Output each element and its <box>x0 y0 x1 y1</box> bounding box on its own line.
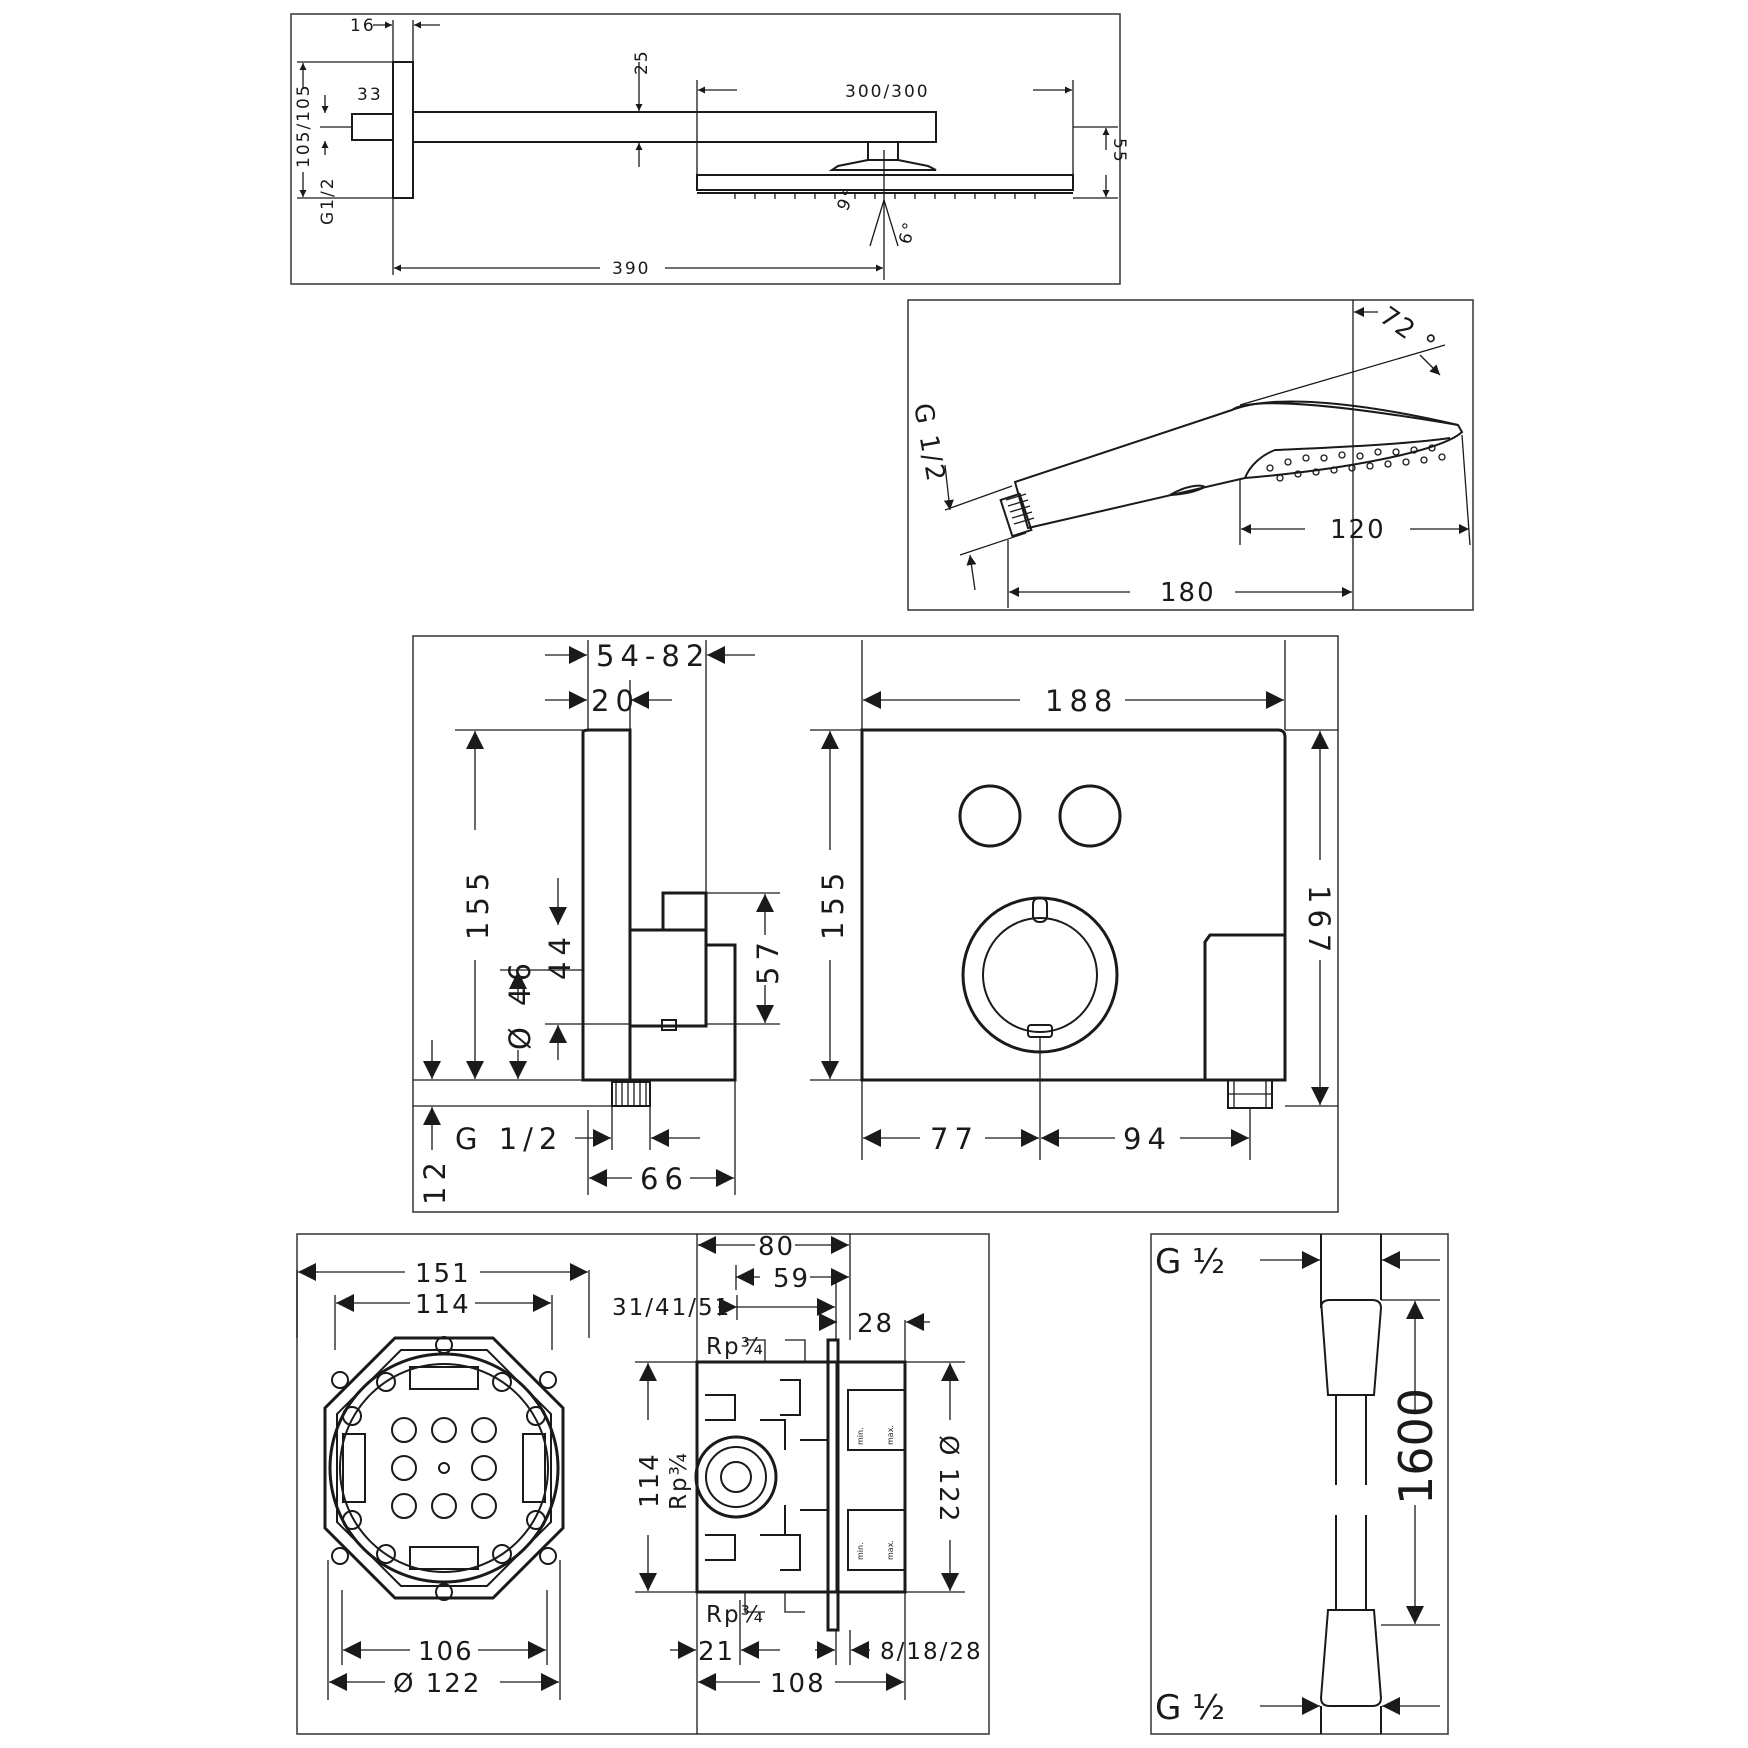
thread-bottom: G ½ <box>1155 1688 1225 1728</box>
overhead-shower-panel: 16 25 300/300 105/105 33 G1/2 55 9° 6° 3… <box>290 13 1129 285</box>
dim-155-front: 155 <box>816 867 850 940</box>
dim-20: 20 <box>591 684 640 718</box>
dim-77: 77 <box>930 1122 979 1156</box>
hose-panel: G ½ G ½ 1600 <box>1150 1233 1449 1735</box>
dim-16: 16 <box>350 16 376 36</box>
dim-122: Ø 122 <box>393 1669 481 1699</box>
trim-side-view <box>581 728 737 1107</box>
dim-390: 390 <box>612 259 650 279</box>
dim-120: 120 <box>1330 515 1386 545</box>
thread-g12: G 1/2 <box>455 1122 563 1156</box>
panel-frame <box>296 1233 990 1735</box>
shower-arm <box>412 111 937 143</box>
wall-flange <box>392 61 414 199</box>
dim-188: 188 <box>1045 684 1118 718</box>
thread-g12: G 1/2 <box>907 401 950 485</box>
dim-66: 66 <box>640 1162 689 1196</box>
shower-head <box>696 174 1074 191</box>
hose-nut-bottom <box>1319 1609 1383 1707</box>
hand-shower-body <box>1013 400 1464 530</box>
panel-frame <box>907 299 1474 611</box>
panel-frame <box>1150 1233 1449 1735</box>
thread-g12: G1/2 <box>318 176 338 225</box>
hose-outlet <box>1203 933 1287 1082</box>
hose-lower <box>1335 1515 1367 1610</box>
dim-33: 33 <box>357 85 383 105</box>
nozzles <box>734 193 1036 199</box>
dim-54-82: 54-82 <box>596 639 710 673</box>
thermostat-knob <box>982 917 1098 1033</box>
dim-114-vertical: 114 <box>635 1452 665 1508</box>
trim-front-view <box>860 728 1287 1109</box>
rp-top: Rp¾ <box>706 1334 765 1360</box>
dim-44: 44 <box>543 931 577 980</box>
ibox-panel: 151 114 106 Ø 122 min. max. min. max. <box>296 1232 990 1735</box>
trim-panel: 54-82 20 155 44 Ø 46 57 12 G 1/2 66 <box>412 635 1339 1213</box>
panel-frame <box>290 13 1121 285</box>
hose-length: 1600 <box>1389 1388 1443 1505</box>
hose-nut-top <box>1320 1299 1383 1396</box>
button-left <box>958 784 1022 848</box>
dim-106: 106 <box>418 1637 474 1667</box>
dim-25: 25 <box>632 49 652 75</box>
dim-108: 108 <box>770 1669 826 1699</box>
dim-31-41-51: 31/41/51 <box>612 1295 731 1321</box>
dim-114: 114 <box>415 1290 471 1320</box>
dim-21: 21 <box>698 1637 735 1667</box>
rp-middle: Rp¾ <box>666 1451 692 1510</box>
dim-57: 57 <box>751 936 785 985</box>
dim-12: 12 <box>418 1156 452 1205</box>
label-min-top: min. <box>856 1427 865 1445</box>
hand-shower-panel: 72 ° G 1/2 120 180 <box>907 299 1474 611</box>
swivel-joint <box>867 141 899 161</box>
dim-8-18-28: 8/18/28 <box>880 1639 983 1665</box>
ibox-side-view: min. max. min. max. <box>694 1338 907 1632</box>
dim-180: 180 <box>1160 578 1216 608</box>
button-right <box>1058 784 1122 848</box>
dim-55: 55 <box>1109 138 1129 164</box>
select-button <box>1169 484 1208 496</box>
dim-46: Ø 46 <box>503 957 537 1050</box>
dim-94: 94 <box>1123 1122 1172 1156</box>
dim-155-side: 155 <box>461 867 495 940</box>
dim-28: 28 <box>857 1309 894 1339</box>
dim-59: 59 <box>773 1264 810 1294</box>
hose-upper <box>1335 1395 1367 1485</box>
dim-167: 167 <box>1302 885 1336 958</box>
hose-connector <box>999 492 1033 538</box>
thread-top: G ½ <box>1155 1242 1225 1282</box>
dim-122-diameter: Ø 122 <box>933 1435 963 1523</box>
panel-frame <box>412 635 1339 1213</box>
dim-300-300: 300/300 <box>845 82 930 102</box>
rp-bottom: Rp¾ <box>706 1602 765 1628</box>
label-max-top: max. <box>886 1425 895 1445</box>
label-max-bottom: max. <box>886 1540 895 1560</box>
angle-6deg: 6° <box>896 219 921 247</box>
wall-connector <box>351 113 394 141</box>
ibox-front-view <box>323 1336 565 1601</box>
dim-80: 80 <box>758 1232 795 1262</box>
angle-9deg: 9° <box>833 185 861 215</box>
label-min-bottom: min. <box>856 1542 865 1560</box>
spray-nozzles <box>1266 444 1446 482</box>
dim-151: 151 <box>415 1259 471 1289</box>
dim-105-105: 105/105 <box>294 83 314 168</box>
angle-72: 72 ° <box>1374 301 1442 361</box>
